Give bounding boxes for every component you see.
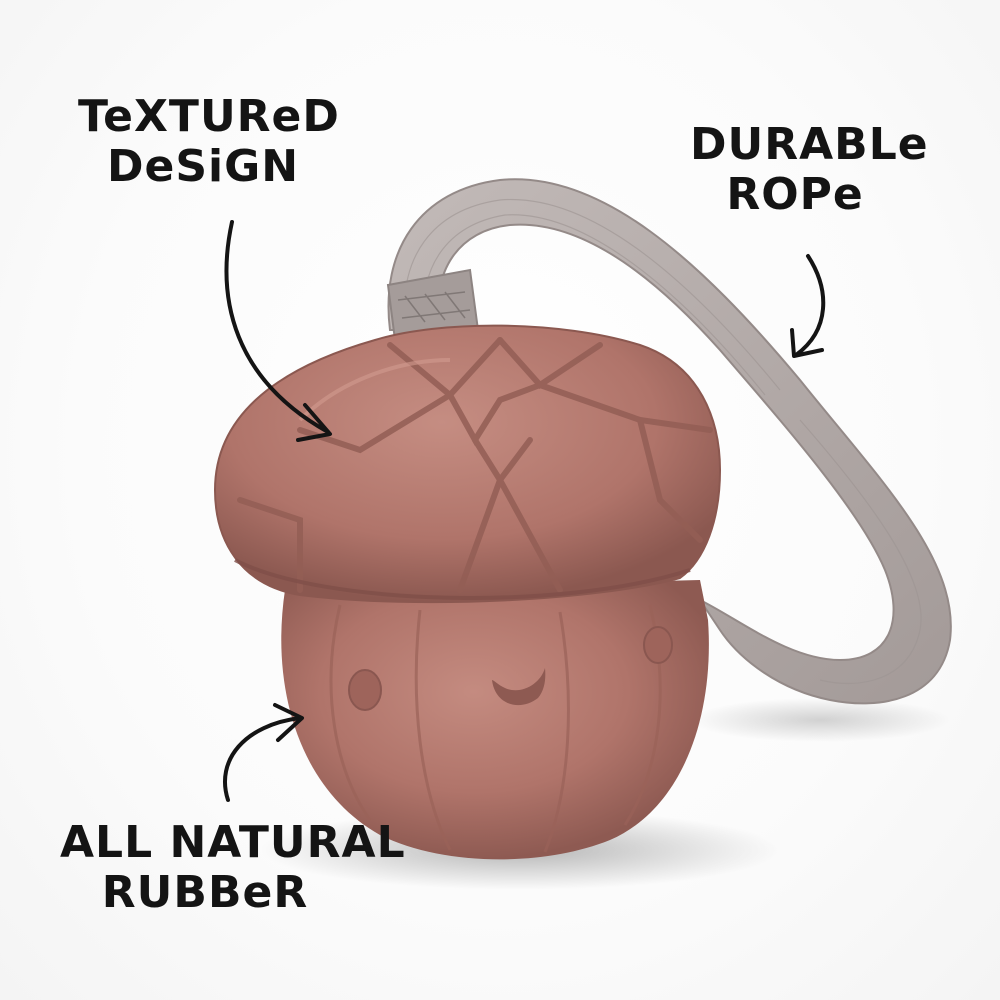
strap-shadow [690, 698, 950, 742]
arrow-rope [794, 254, 826, 357]
cap-highlight [298, 358, 451, 422]
callout-textured-line2: DeSiGN [106, 141, 300, 192]
callout-rubber-line1: ALL NATURAL [60, 817, 406, 868]
smile [492, 668, 546, 706]
callout-textured-design: TeXTUReD DeSiGN [78, 91, 340, 192]
arrow-textured-head [296, 403, 332, 442]
callout-natural-rubber: ALL NATURAL RUBBeR [60, 817, 406, 918]
cap-texture [237, 337, 713, 593]
cap-rim [234, 558, 691, 600]
strap-loop [387, 178, 952, 705]
callout-textured-line1: TeXTUReD [78, 91, 340, 142]
arrow-rubber-head [273, 703, 304, 742]
callout-rubber-line2: RUBBeR [101, 867, 309, 918]
arrow-rubber [223, 716, 302, 802]
arrows [223, 220, 826, 802]
right-eye [643, 626, 673, 664]
arrow-rope-head [790, 328, 824, 358]
left-eye [348, 669, 382, 711]
acorn-body [281, 580, 709, 860]
arrow-textured [224, 220, 330, 434]
callout-rope-line1: DURABLe [690, 119, 929, 170]
strap-weave [403, 198, 922, 685]
acorn-face [348, 626, 673, 711]
callout-rope-line2: ROPe [726, 169, 864, 220]
strap-stitch [397, 291, 471, 323]
acorn-cap [213, 324, 722, 604]
callout-durable-rope: DURABLe ROPe [690, 119, 929, 220]
